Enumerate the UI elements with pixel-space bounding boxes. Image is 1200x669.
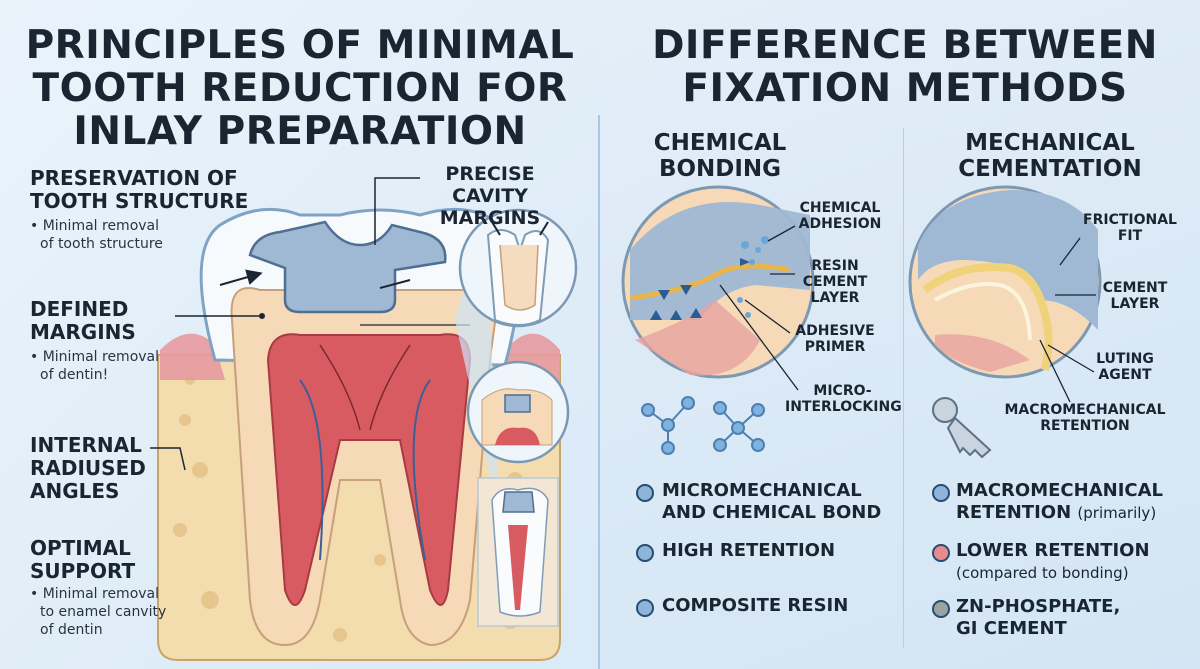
principles-title-line-1: PRINCIPLES OF MINIMAL xyxy=(25,23,575,68)
mechanical-cementation-diagram xyxy=(908,185,1102,403)
principle-margins: DEFINED MARGINS • Minimal removal of den… xyxy=(30,298,190,384)
bullet-dot xyxy=(932,484,950,502)
chemical-bonding-diagram xyxy=(621,185,815,391)
bullet-dot xyxy=(636,544,654,562)
mechanical-cementation-heading: MECHANICAL CEMENTATION xyxy=(958,130,1142,182)
principle-margins-detail: • Minimal removal of dentin! xyxy=(30,349,160,383)
principle-angles: INTERNAL RADIUSED ANGLES xyxy=(30,434,170,503)
panel-divider xyxy=(598,115,600,669)
chemical-bullet-3: COMPOSITE RESIN xyxy=(636,595,896,617)
principle-support-detail: • Minimal removal to enamel canvity of d… xyxy=(30,586,167,638)
chemical-bonding-heading: CHEMICAL BONDING xyxy=(653,130,787,182)
detail-circle-1 xyxy=(458,208,578,328)
mechanical-bullet-1: MACROMECHANICAL RETENTION (primarily) xyxy=(932,480,1192,524)
fixation-title-line-1: DIFFERENCE BETWEEN xyxy=(652,23,1158,68)
cement-particles xyxy=(737,236,769,318)
chemical-bullet-2: HIGH RETENTION xyxy=(636,540,896,562)
bullet-dot xyxy=(636,599,654,617)
inlay-restoration xyxy=(248,220,447,314)
principles-title: PRINCIPLES OF MINIMAL TOOTH REDUCTION FO… xyxy=(20,24,580,153)
fixation-title-line-2: FIXATION METHODS xyxy=(682,66,1128,111)
principle-support-heading: OPTIMAL SUPPORT xyxy=(30,536,136,583)
principle-preservation: PRESERVATION OF TOOTH STRUCTURE • Minima… xyxy=(30,167,250,253)
chemical-bullet-1: MICROMECHANICAL AND CHEMICAL BOND xyxy=(636,480,896,524)
detail-tooth-3 xyxy=(477,477,559,627)
mechanical-bullet-2: LOWER RETENTION (compared to bonding) xyxy=(932,540,1192,584)
principle-margins-heading: DEFINED MARGINS xyxy=(30,297,136,344)
precise-margins-callout: PRECISE CAVITY MARGINS xyxy=(439,163,541,229)
adhesion-arrows xyxy=(650,258,750,320)
column-divider xyxy=(903,128,904,648)
bullet-dot xyxy=(932,600,950,618)
principle-support: OPTIMAL SUPPORT • Minimal removal to ena… xyxy=(30,537,190,639)
detail-circle-2 xyxy=(466,360,570,464)
principles-title-line-3: INLAY PREPARATION xyxy=(73,109,527,154)
molecule-icons xyxy=(641,396,765,455)
label-micro-interlocking: MICRO-INTERLOCKING xyxy=(785,383,902,415)
principle-preservation-heading: PRESERVATION OF TOOTH STRUCTURE xyxy=(30,166,249,213)
principle-angles-heading: INTERNAL RADIUSED ANGLES xyxy=(30,433,146,503)
mechanical-bullet-3: ZN-PHOSPHATE, GI CEMENT xyxy=(932,596,1192,640)
key-icon xyxy=(932,397,992,459)
principle-preservation-detail: • Minimal removal of tooth structure xyxy=(30,218,163,252)
bullet-dot xyxy=(636,484,654,502)
principles-title-line-2: TOOTH REDUCTION FOR xyxy=(32,66,568,111)
bullet-dot xyxy=(932,544,950,562)
fixation-title: DIFFERENCE BETWEEN FIXATION METHODS xyxy=(620,24,1190,110)
